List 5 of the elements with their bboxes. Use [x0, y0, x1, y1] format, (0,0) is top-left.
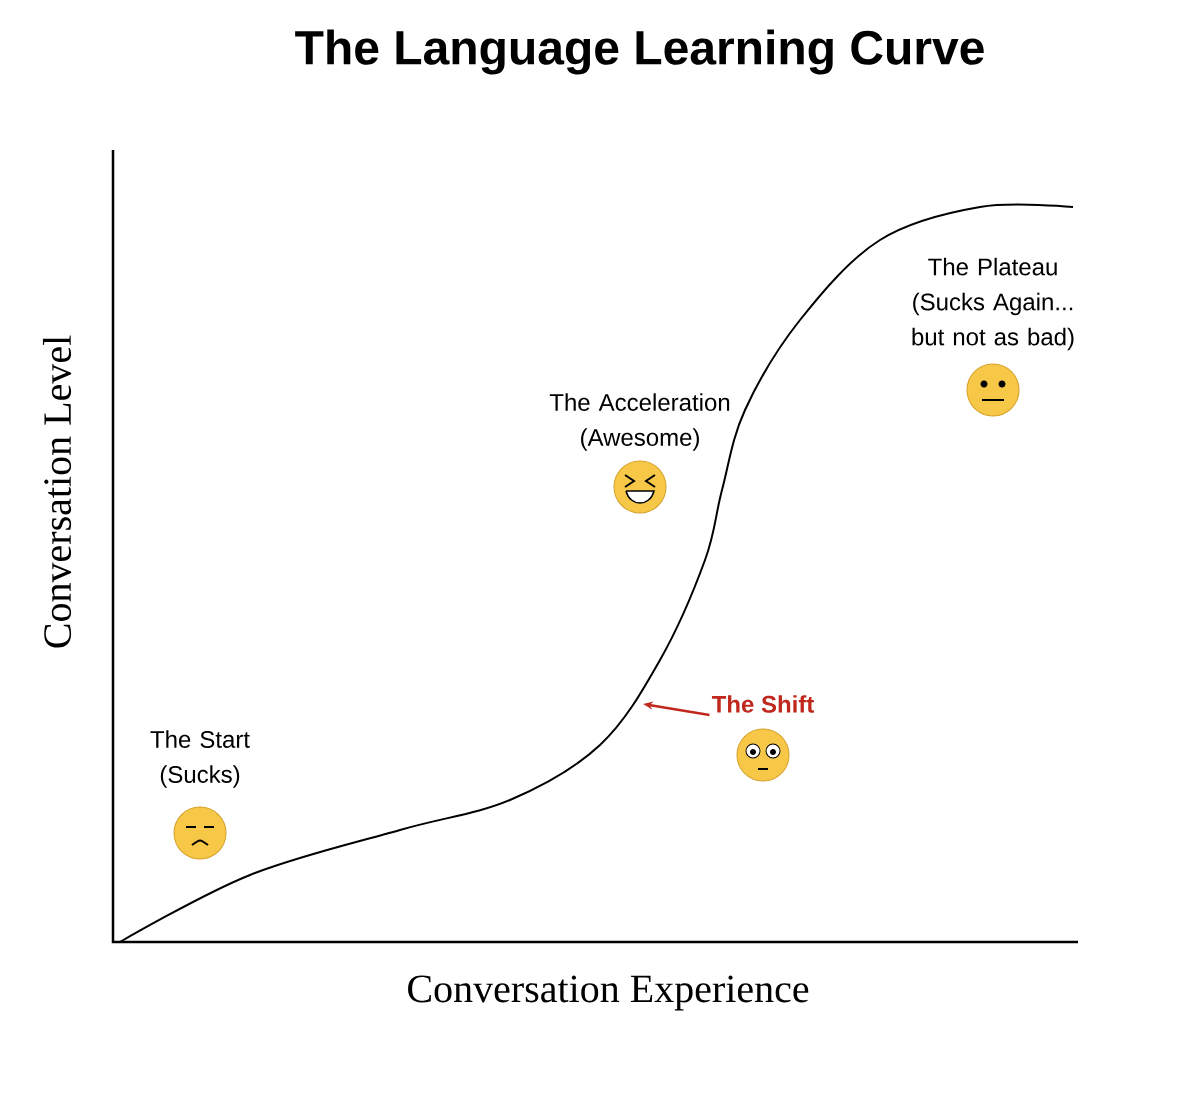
- axis-label: Conversation Level: [42, 335, 72, 648]
- annotation-text: The Acceleration (Awesome): [549, 393, 730, 451]
- annotation-text: The Plateau (Sucks Again... but not as bad): [912, 257, 1074, 351]
- title: The Language Learning Curve: [295, 29, 984, 75]
- annotation-text: The Start (Sucks): [150, 730, 250, 788]
